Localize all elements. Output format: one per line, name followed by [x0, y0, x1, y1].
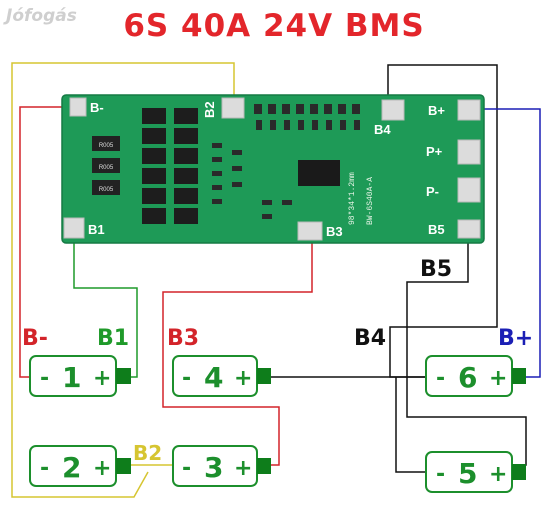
pad-b1	[63, 217, 85, 239]
label-b-minus: B-	[22, 326, 48, 351]
cell-2: - 2 +	[29, 445, 131, 487]
cell-1: - 1 +	[29, 355, 131, 397]
label-b-plus: B+	[498, 326, 533, 351]
pad-p-minus	[457, 177, 481, 203]
wire-b5-link	[395, 377, 426, 473]
cell-5: - 5 +	[425, 451, 526, 493]
pad-label-b3: B3	[326, 224, 343, 239]
svg-text:+: +	[489, 462, 507, 487]
pad-label-b-plus: B+	[428, 103, 445, 118]
pad-b3	[297, 221, 323, 241]
svg-text:+: +	[93, 456, 111, 481]
resistor-label: R005	[99, 187, 114, 193]
svg-text:-: -	[40, 456, 49, 481]
resistor-label: R005	[99, 165, 114, 171]
svg-text:+: +	[234, 366, 252, 391]
pad-label-p-minus: P-	[426, 184, 439, 199]
silkscreen-model: BW-6S40A-A	[366, 177, 375, 225]
label-b1: B1	[97, 326, 129, 351]
smd-components	[212, 104, 360, 219]
svg-text:+: +	[489, 366, 507, 391]
label-b3: B3	[167, 326, 199, 351]
cells: - 1 + - 2 + - 3 + - 4 +	[29, 355, 526, 493]
wire-b3	[162, 240, 313, 466]
svg-text:-: -	[436, 462, 445, 487]
pad-labels: B- B2 B4 B+ P+ P- B1 B3 B5	[88, 100, 445, 239]
svg-text:+: +	[234, 456, 252, 481]
svg-text:3: 3	[204, 451, 223, 484]
pad-p-plus	[457, 139, 481, 165]
svg-text:5: 5	[458, 457, 477, 490]
svg-text:6: 6	[458, 361, 477, 394]
pad-label-b1: B1	[88, 222, 105, 237]
pcb-board: R005 R005 R005 98*34*1.2mm BW-6S40A-A	[61, 94, 485, 244]
pad-b4	[381, 99, 405, 121]
label-b2: B2	[133, 441, 162, 465]
label-b5: B5	[420, 257, 452, 282]
silkscreen-size: 98*34*1.2mm	[348, 172, 357, 225]
diagram-title: 6S 40A 24V BMS	[123, 8, 425, 44]
resistor-label: R005	[99, 143, 114, 149]
pad-b-minus	[69, 97, 87, 117]
pad-b2	[221, 97, 245, 119]
svg-text:-: -	[436, 366, 445, 391]
wire-labels: B- B1 B3 B4 B5 B+ B2	[22, 257, 533, 465]
shunt-resistors: R005 R005 R005	[92, 136, 120, 195]
pad-b-plus	[457, 99, 481, 121]
svg-text:2: 2	[62, 451, 81, 484]
pad-label-b2: B2	[202, 101, 217, 118]
pad-label-b-minus: B-	[90, 100, 104, 115]
pad-label-b4: B4	[374, 122, 391, 137]
watermark: Jófogás	[6, 6, 77, 26]
cell-4: - 4 +	[172, 355, 271, 397]
solder-pads	[63, 97, 481, 241]
wire-b-plus	[470, 108, 541, 378]
svg-text:1: 1	[62, 361, 81, 394]
mosfet-array	[142, 108, 198, 224]
svg-text:-: -	[182, 456, 191, 481]
wire-b-minus	[19, 106, 74, 378]
label-b4: B4	[354, 326, 386, 351]
pcb	[61, 94, 485, 244]
svg-text:-: -	[40, 366, 49, 391]
wire-b2-top	[11, 62, 235, 498]
svg-text:4: 4	[204, 361, 223, 394]
bms-ic	[298, 160, 340, 186]
cell-3: - 3 +	[172, 445, 271, 487]
pad-b5	[457, 219, 481, 239]
svg-text:+: +	[93, 366, 111, 391]
svg-text:-: -	[182, 366, 191, 391]
pad-label-p-plus: P+	[426, 144, 443, 159]
wire-b1	[73, 238, 138, 378]
pad-label-b5: B5	[428, 222, 445, 237]
cell-6: - 6 +	[425, 355, 526, 397]
